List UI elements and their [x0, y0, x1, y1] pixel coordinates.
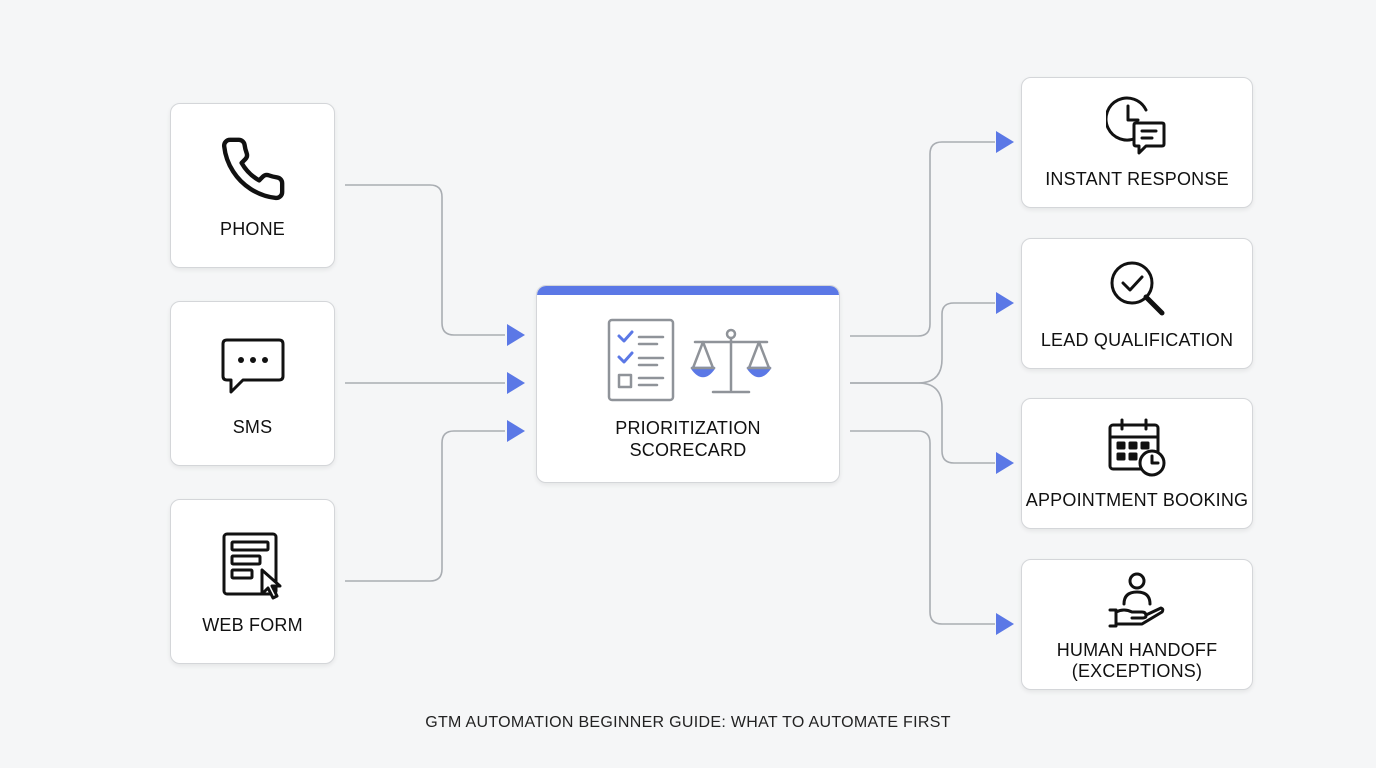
input-card-sms: SMS [170, 301, 335, 466]
arrowhead-webform [507, 420, 525, 442]
arrowhead-lead-qualification [996, 292, 1014, 314]
input-label-phone: PHONE [219, 219, 285, 239]
phone-icon [218, 134, 288, 209]
scorecard-accent-bar [537, 286, 839, 295]
input-card-web-form: WEB FORM [170, 499, 335, 664]
connector-human-handoff [850, 430, 995, 625]
clock-chat-icon [1104, 96, 1168, 163]
connector-lead-qualification [850, 302, 995, 384]
output-card-human-handoff: HUMAN HANDOFF (EXCEPTIONS) [1021, 559, 1253, 690]
scorecard-title-line2: SCORECARD [629, 440, 747, 460]
scorecard-card: PRIORITIZATION SCORECARD [536, 285, 840, 483]
connector-phone [345, 184, 505, 336]
arrowhead-phone [507, 324, 525, 346]
output-card-lead-qualification: LEAD QUALIFICATION [1021, 238, 1253, 369]
output-label-lead-qualification: LEAD QUALIFICATION [1040, 330, 1234, 350]
scorecard-title-line1: PRIORITIZATION [615, 418, 761, 438]
input-label-sms: SMS [232, 417, 273, 437]
person-hand-icon [1106, 570, 1168, 637]
arrowhead-instant-response [996, 131, 1014, 153]
input-card-phone: PHONE [170, 103, 335, 268]
connector-webform [345, 430, 505, 582]
output-card-instant-response: INSTANT RESPONSE [1021, 77, 1253, 208]
web-form-icon [218, 530, 288, 607]
output-label-instant-response: INSTANT RESPONSE [1045, 169, 1229, 189]
connector-appointment-booking [850, 382, 995, 464]
arrowhead-sms [507, 372, 525, 394]
checklist-icon [607, 318, 675, 407]
output-label-human-handoff-line1: HUMAN HANDOFF [1056, 640, 1218, 660]
output-card-appointment-booking: APPOINTMENT BOOKING [1021, 398, 1253, 529]
calendar-clock-icon [1106, 417, 1168, 484]
connector-instant-response [850, 141, 995, 337]
balance-scale-icon [689, 326, 773, 401]
input-label-web-form: WEB FORM [202, 615, 303, 635]
sms-icon [219, 336, 287, 405]
output-label-appointment-booking: APPOINTMENT BOOKING [1025, 490, 1249, 510]
arrowhead-human-handoff [996, 613, 1014, 635]
arrowhead-appointment-booking [996, 452, 1014, 474]
output-label-human-handoff-line2: (EXCEPTIONS) [1071, 661, 1203, 681]
diagram-caption: GTM AUTOMATION BEGINNER GUIDE: WHAT TO A… [425, 714, 951, 731]
magnifier-check-icon [1106, 257, 1168, 324]
